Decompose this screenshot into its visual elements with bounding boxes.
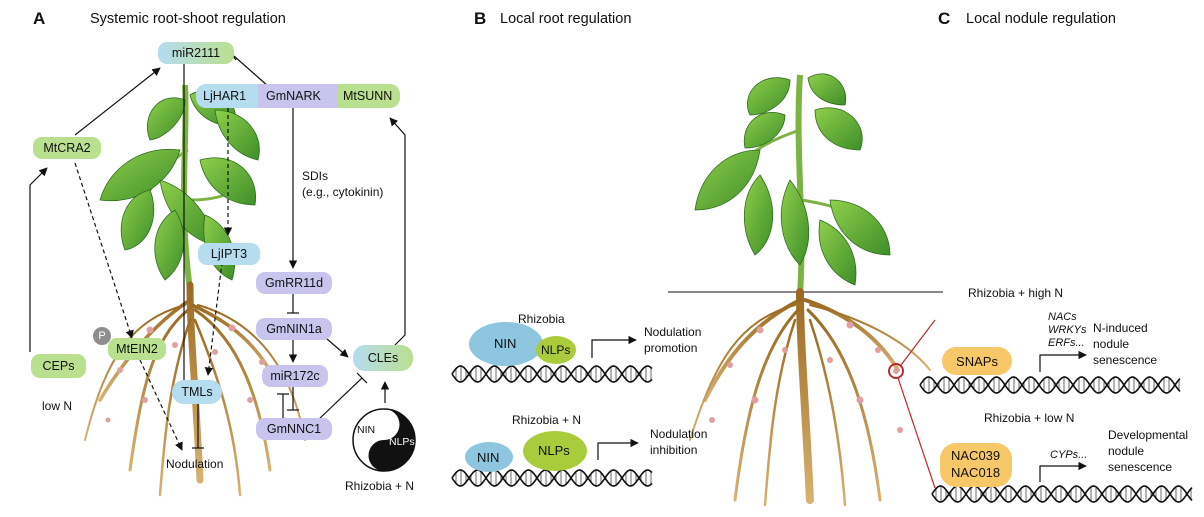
nin-oval-label-2: NIN <box>477 450 500 465</box>
rhizobia-label: Rhizobia <box>518 312 565 326</box>
panel-a-title: Systemic root-shoot regulation <box>90 11 286 27</box>
tmls-box: TMLs <box>172 380 222 404</box>
dna-helix-b-bottom <box>451 469 653 487</box>
erfs-label: ERFs... <box>1048 337 1085 349</box>
n-induced-label-3: senescence <box>1093 353 1158 367</box>
sdis-example-label: (e.g., cytokinin) <box>302 185 384 199</box>
mtcra2-box: MtCRA2 <box>33 137 101 159</box>
mir172c-box: miR172c <box>262 365 328 387</box>
nac-box <box>940 443 1012 487</box>
panel-c-letter: C <box>938 9 951 28</box>
rhizobia-low-n-label: Rhizobia + low N <box>984 411 1075 425</box>
soybean-plant-a <box>84 84 306 497</box>
dev-label-1: Developmental <box>1108 428 1189 442</box>
n-induced-label-1: N-induced <box>1093 321 1148 335</box>
nodulation-label: Nodulation <box>166 457 224 471</box>
receptor-complex-box <box>196 84 400 108</box>
dna-helices <box>451 365 1193 503</box>
transcription-arrows <box>591 335 1087 482</box>
nin-oval-label: NIN <box>494 336 517 351</box>
roots-b <box>689 288 931 507</box>
soybean-plant-b <box>694 73 891 296</box>
sdis-label: SDIs <box>302 169 329 183</box>
n-induced-label-2: nodule <box>1093 337 1130 351</box>
rhizobia-n-label-a: Rhizobia + N <box>345 479 415 493</box>
phosphate-marker: P <box>93 327 111 345</box>
gmnin1a-box: GmNIN1a <box>256 318 332 340</box>
yin-nin-label: NIN <box>357 424 376 436</box>
panel-b-letter: B <box>474 9 487 28</box>
gmnnc1-box: GmNNC1 <box>256 418 332 440</box>
dev-label-3: senescence <box>1108 460 1173 474</box>
gmrr11d-box: GmRR11d <box>256 272 332 294</box>
nacs-label: NACs <box>1048 311 1077 323</box>
ljhar1-label: LjHAR1 <box>203 89 247 103</box>
rhizobia-n-label-b: Rhizobia + N <box>512 413 582 427</box>
nac039-label: NAC039 <box>951 448 1001 463</box>
gmnark-label: GmNARK <box>266 89 321 103</box>
panel-c-title: Local nodule regulation <box>966 11 1116 27</box>
yin-nlps-label: NLPs <box>389 436 415 448</box>
dna-helix-b-top <box>451 365 653 383</box>
nodulation-promotion-label: Nodulation <box>644 325 702 339</box>
nodulation-inhibition-label-2: inhibition <box>650 443 698 457</box>
panel-a-letter: A <box>33 9 46 28</box>
cles-box: CLEs <box>353 345 413 371</box>
rhizobia-high-n-label: Rhizobia + high N <box>968 286 1064 300</box>
nodulation-promotion-label-2: promotion <box>644 341 698 355</box>
dna-helix-c-bottom <box>931 485 1193 503</box>
mtsunn-label: MtSUNN <box>343 89 393 103</box>
nodule-zoom-marker <box>888 319 936 489</box>
mir2111-box: miR2111 <box>158 42 234 64</box>
dna-helix-c-top <box>919 376 1181 394</box>
low-n-label: low N <box>42 399 73 413</box>
nlps-oval-label: NLPs <box>541 343 571 357</box>
panel-b-title: Local root regulation <box>500 11 632 27</box>
ljipt3-box: LjIPT3 <box>198 243 260 265</box>
ceps-box: CEPs <box>31 354 86 378</box>
mtein2-box: MtEIN2 <box>108 338 166 360</box>
systemic-network-arrows <box>29 50 406 451</box>
cyps-label: CYPs... <box>1050 449 1088 461</box>
dev-label-2: nodule <box>1108 444 1145 458</box>
nin-nlps-yin-yang-icon <box>352 408 416 472</box>
wrkys-label: WRKYs <box>1048 324 1087 336</box>
snaps-box: SNAPs <box>942 347 1012 375</box>
nlps-oval-label-2: NLPs <box>538 443 570 458</box>
nodulation-inhibition-label: Nodulation <box>650 427 708 441</box>
nac018-label: NAC018 <box>951 465 1001 480</box>
local-root-protein-ovals <box>465 322 587 472</box>
